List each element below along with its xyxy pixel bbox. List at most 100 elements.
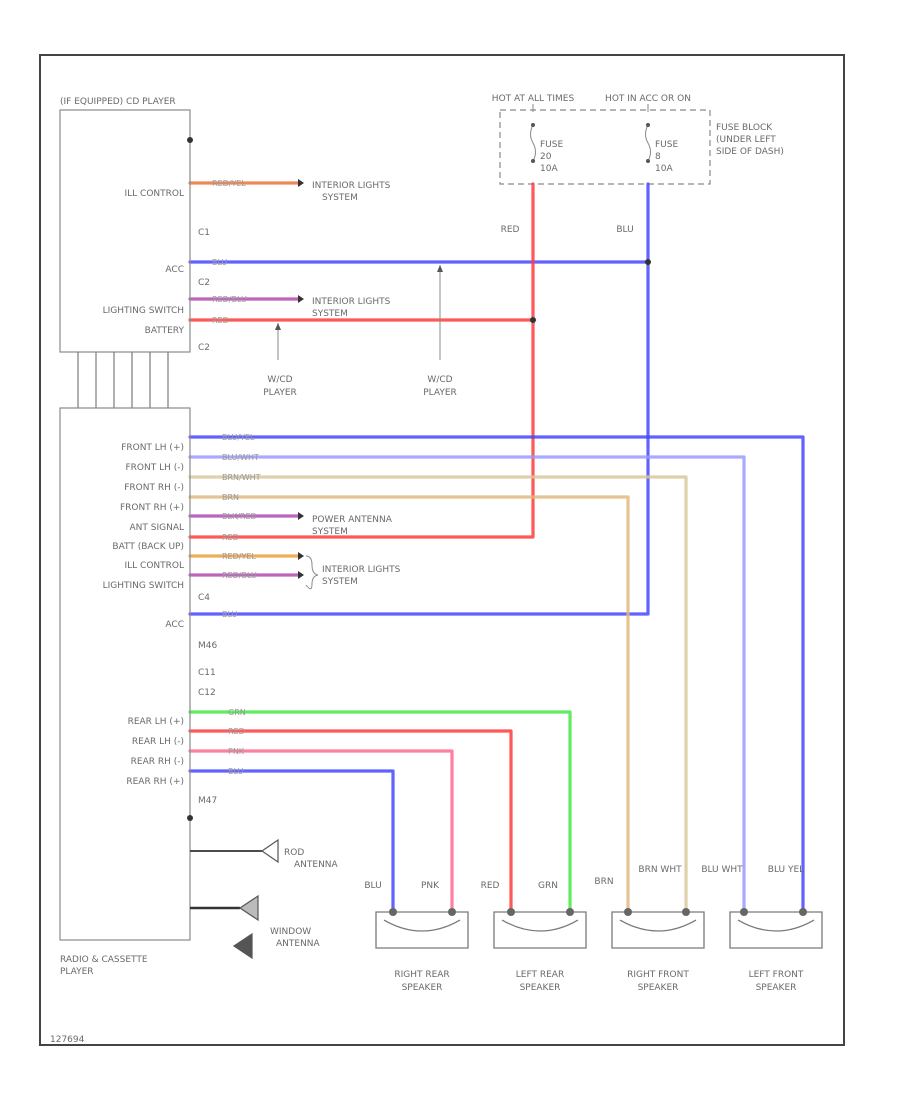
svg-text:BLU: BLU bbox=[222, 610, 238, 619]
svg-text:RED: RED bbox=[222, 533, 239, 542]
ref-w-cd-1b: PLAYER bbox=[263, 388, 297, 398]
cd-pin-battery: BATTERY bbox=[145, 326, 185, 336]
cd-pin-ill-control: ILL CONTROL bbox=[125, 189, 185, 199]
window-antenna-icon-2 bbox=[232, 932, 253, 960]
window-antenna-label-2: ANTENNA bbox=[276, 939, 321, 949]
arrow-ends bbox=[298, 179, 304, 579]
svg-text:RED/BLU: RED/BLU bbox=[222, 571, 257, 580]
speaker-right-rear: BLU PNK RIGHT REAR SPEAKER bbox=[364, 881, 469, 993]
speaker-right-front-label: RIGHT FRONT bbox=[627, 970, 689, 980]
cd-pin-lighting: LIGHTING SWITCH bbox=[103, 306, 184, 316]
radio-pin-rear-lh-minus: REAR LH (-) bbox=[132, 737, 184, 747]
fuse2-rating: 10A bbox=[655, 164, 673, 174]
cd-wire-ill: RED/YEL bbox=[212, 179, 246, 188]
antennas: ROD ANTENNA WINDOW ANTENNA bbox=[190, 838, 339, 960]
cd-wire-light: RED/BLU bbox=[212, 295, 247, 304]
svg-text:BRN/WHT: BRN/WHT bbox=[222, 473, 261, 482]
ref-w-cd-2: W/CD bbox=[427, 375, 452, 385]
cd-radio-cable bbox=[77, 352, 169, 408]
wire-rear-lh-plus bbox=[188, 710, 572, 914]
svg-text:BRN: BRN bbox=[594, 877, 613, 887]
radio-title-1: RADIO & CASSETTE bbox=[60, 955, 148, 965]
ref-power-antenna-b: SYSTEM bbox=[312, 527, 348, 537]
radio-pin-front-lh-minus: FRONT LH (-) bbox=[125, 463, 184, 473]
radio-pin-batt: BATT (BACK UP) bbox=[112, 542, 184, 552]
svg-text:PNK: PNK bbox=[228, 747, 245, 756]
fuse-8-symbol bbox=[645, 124, 651, 162]
wire-front-lh-plus bbox=[188, 435, 805, 914]
radio-wire-codes: BLU/YEL BLU/WHT BRN/WHT BRN BLK/RED RED … bbox=[222, 433, 261, 776]
fuse-block-desc-3: SIDE OF DASH) bbox=[716, 147, 784, 157]
ref-interior-lights-3: INTERIOR LIGHTS bbox=[322, 565, 401, 575]
speaker-left-rear: RED GRN LEFT REAR SPEAKER bbox=[481, 881, 587, 993]
svg-text:BLU WHT: BLU WHT bbox=[701, 865, 743, 875]
cd-conn-c1: C1 bbox=[198, 228, 210, 238]
figure-id: 127694 bbox=[50, 1035, 85, 1045]
ref-w-cd-2b: PLAYER bbox=[423, 388, 457, 398]
wire-front-rh-minus bbox=[188, 475, 688, 914]
wire-fuse20-red bbox=[188, 182, 535, 539]
fuse2-label: FUSE bbox=[655, 140, 678, 150]
interior-lights-bracket bbox=[305, 555, 319, 590]
hot-at-all-label: HOT AT ALL TIMES bbox=[492, 94, 575, 104]
wire-rear-lh-minus bbox=[188, 729, 513, 914]
radio-pin-ill-control: ILL CONTROL bbox=[125, 561, 185, 571]
fuse1-number: 20 bbox=[540, 152, 552, 162]
splice-batt bbox=[530, 317, 536, 323]
svg-text:BLU/YEL: BLU/YEL bbox=[222, 433, 255, 442]
radio-pin-front-rh-minus: FRONT RH (-) bbox=[124, 483, 184, 493]
svg-text:PNK: PNK bbox=[421, 881, 440, 891]
wire-fuse8-blu bbox=[188, 182, 650, 616]
window-antenna-label-1: WINDOW bbox=[270, 927, 311, 937]
wire-front-lh-minus bbox=[188, 455, 746, 914]
svg-text:BLU/WHT: BLU/WHT bbox=[222, 453, 259, 462]
speaker-left-rear-label: LEFT REAR bbox=[516, 970, 564, 980]
radio-pin-ant-signal: ANT SIGNAL bbox=[130, 523, 185, 533]
svg-text:GRN: GRN bbox=[538, 881, 558, 891]
svg-text:SPEAKER: SPEAKER bbox=[756, 983, 797, 993]
rod-antenna-label-2: ANTENNA bbox=[294, 860, 339, 870]
svg-text:RED: RED bbox=[481, 881, 500, 891]
hot-in-acc-label: HOT IN ACC OR ON bbox=[605, 94, 691, 104]
svg-text:BLU: BLU bbox=[228, 767, 244, 776]
cd-pin-acc: ACC bbox=[165, 265, 184, 275]
cd-conn-c2b: C2 bbox=[198, 343, 210, 353]
svg-text:BLU YEL: BLU YEL bbox=[768, 865, 804, 875]
ref-interior-lights-1: INTERIOR LIGHTS bbox=[312, 181, 391, 191]
radio-conn-m47: M47 bbox=[198, 796, 217, 806]
radio-pin-lighting: LIGHTING SWITCH bbox=[103, 581, 184, 591]
cd-wire-acc: BLU bbox=[212, 258, 228, 267]
fuse-block-desc-2: (UNDER LEFT bbox=[716, 135, 776, 145]
svg-text:BLK/RED: BLK/RED bbox=[222, 512, 257, 521]
radio-pin-rear-rh-plus: REAR RH (+) bbox=[126, 777, 184, 787]
radio-conn-m46: M46 bbox=[198, 641, 217, 651]
wire-rear-rh-minus bbox=[188, 749, 454, 914]
cd-player: (IF EQUIPPED) CD PLAYER ILL CONTROL ACC … bbox=[59, 97, 247, 353]
rod-antenna-icon bbox=[260, 838, 279, 864]
radio-pin-front-rh-plus: FRONT RH (+) bbox=[120, 503, 184, 513]
cd-conn-c2a: C2 bbox=[198, 278, 210, 288]
w-cd-player-markers: W/CD PLAYER W/CD PLAYER bbox=[263, 265, 457, 398]
rod-antenna-label-1: ROD bbox=[284, 848, 304, 858]
svg-text:GRN: GRN bbox=[228, 708, 246, 717]
fuse-20-symbol bbox=[530, 124, 536, 162]
ref-w-cd-1: W/CD bbox=[267, 375, 292, 385]
radio-pin-rear-lh-plus: REAR LH (+) bbox=[128, 717, 184, 727]
speaker-left-front: BLU WHT BLU YEL LEFT FRONT SPEAKER bbox=[701, 865, 823, 993]
wire-rear-rh-plus bbox=[188, 769, 395, 914]
ref-interior-lights-1b: SYSTEM bbox=[322, 193, 358, 203]
diagram-frame bbox=[39, 54, 845, 1046]
wires bbox=[188, 181, 805, 914]
radio-conn-c12: C12 bbox=[198, 688, 216, 698]
svg-text:BRN: BRN bbox=[222, 493, 239, 502]
fuse8-wire-color: BLU bbox=[616, 225, 633, 235]
fuse1-rating: 10A bbox=[540, 164, 558, 174]
ref-power-antenna: POWER ANTENNA bbox=[312, 515, 393, 525]
svg-text:BRN WHT: BRN WHT bbox=[638, 865, 682, 875]
wire-front-rh-plus bbox=[188, 495, 630, 914]
fuse20-wire-color: RED bbox=[501, 225, 520, 235]
speaker-right-rear-label: RIGHT REAR bbox=[394, 970, 449, 980]
fuse-block: HOT AT ALL TIMES HOT IN ACC OR ON FUSE 2… bbox=[492, 94, 784, 185]
svg-text:RED/YEL: RED/YEL bbox=[222, 552, 256, 561]
